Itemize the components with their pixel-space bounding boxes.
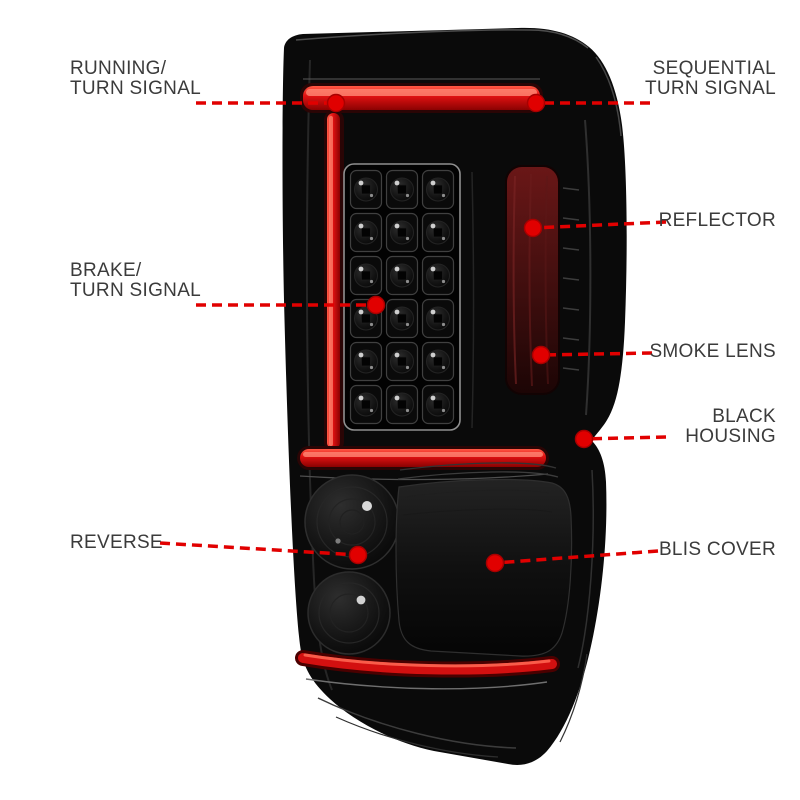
label-text: REFLECTOR <box>658 210 776 231</box>
reflector-stripe <box>512 175 517 385</box>
label-text: TURN SIGNAL <box>644 78 776 99</box>
right-lower-seam <box>577 469 594 669</box>
light-bar-hotspot <box>303 653 551 668</box>
fresnel-ring <box>339 509 365 535</box>
callout-label-reflector: REFLECTOR <box>659 211 776 231</box>
lens-glint <box>362 501 372 511</box>
right-edge-highlight <box>595 56 622 137</box>
reverse-lens-lower <box>307 571 391 655</box>
fresnel-ring <box>318 582 380 644</box>
housing-step-details <box>562 187 580 371</box>
light-bar-hotspot <box>329 116 333 446</box>
brake-led-panel <box>343 163 461 431</box>
dot-reverse <box>348 545 368 565</box>
blis-ridge <box>397 471 559 480</box>
lower-housing-contours <box>317 653 588 758</box>
callout-dots <box>326 93 594 573</box>
leader-black-housing <box>583 435 667 441</box>
dot-brake-turn-signal <box>366 295 386 315</box>
lens-glint <box>356 595 366 605</box>
callout-leaders <box>159 101 667 565</box>
dot-reflector <box>523 218 543 238</box>
lens-glint <box>335 538 341 544</box>
callout-label-sequential-turn-signal: SEQUENTIAL TURN SIGNAL <box>645 59 776 99</box>
running-light-bar <box>300 78 543 113</box>
label-text: RUNNING/ <box>70 58 167 79</box>
dot-smoke-lens <box>531 345 551 365</box>
left-seam <box>305 59 333 691</box>
blis-cover-panel <box>395 462 573 657</box>
lens-contour <box>299 473 549 481</box>
light-bar-hotspot <box>306 89 537 96</box>
callout-label-running-turn-signal: RUNNING/ TURN SIGNAL <box>70 59 201 99</box>
blis-cover-face <box>395 478 573 657</box>
callout-label-blis-cover: BLIS COVER <box>659 540 776 560</box>
light-bar-hotspot <box>303 452 543 457</box>
callout-label-black-housing: BLACK HOUSING <box>685 407 776 447</box>
blis-contour <box>402 508 553 516</box>
dot-blis-cover <box>485 553 505 573</box>
top-edge-highlight <box>295 29 589 49</box>
reflector-stripe <box>528 173 533 387</box>
bottom-light-bar <box>295 650 560 690</box>
blis-contour <box>403 489 550 498</box>
led-panel-grid <box>348 168 456 426</box>
lower-light-bar <box>297 446 549 481</box>
dot-black-housing <box>574 429 594 449</box>
label-text: SEQUENTIAL <box>652 58 776 79</box>
callout-label-smoke-lens: SMOKE LENS <box>649 342 776 362</box>
light-bar-core <box>300 449 546 467</box>
label-text: TURN SIGNAL <box>70 280 202 301</box>
light-bar-core <box>327 113 340 449</box>
lens-divider <box>471 171 475 429</box>
dot-sequential-turn-signal <box>526 93 546 113</box>
label-text: TURN SIGNAL <box>70 78 202 99</box>
blis-ridge <box>399 462 557 471</box>
leader-reflector <box>532 220 667 230</box>
dot-running-turn-signal <box>326 93 346 113</box>
leader-blis-cover <box>494 549 659 565</box>
leader-reverse <box>159 541 359 557</box>
light-bar-core <box>298 653 557 675</box>
label-text: BRAKE/ <box>70 260 142 281</box>
label-text: BLACK <box>712 406 776 427</box>
reflector-panel <box>505 165 560 395</box>
vertical-light-bar <box>324 110 344 452</box>
reverse-lenses <box>304 474 400 655</box>
fresnel-ring <box>329 593 369 633</box>
label-text: SMOKE LENS <box>649 341 776 362</box>
label-text: BLIS COVER <box>658 539 776 560</box>
right-seam <box>584 119 592 416</box>
callout-label-brake-turn-signal: BRAKE/ TURN SIGNAL <box>70 261 201 301</box>
leader-smoke-lens <box>540 351 653 357</box>
fresnel-ring <box>328 498 376 546</box>
lens-contour <box>305 678 548 690</box>
label-text: REVERSE <box>70 532 163 553</box>
label-text: HOUSING <box>685 426 776 447</box>
callout-label-reverse: REVERSE <box>70 533 163 553</box>
